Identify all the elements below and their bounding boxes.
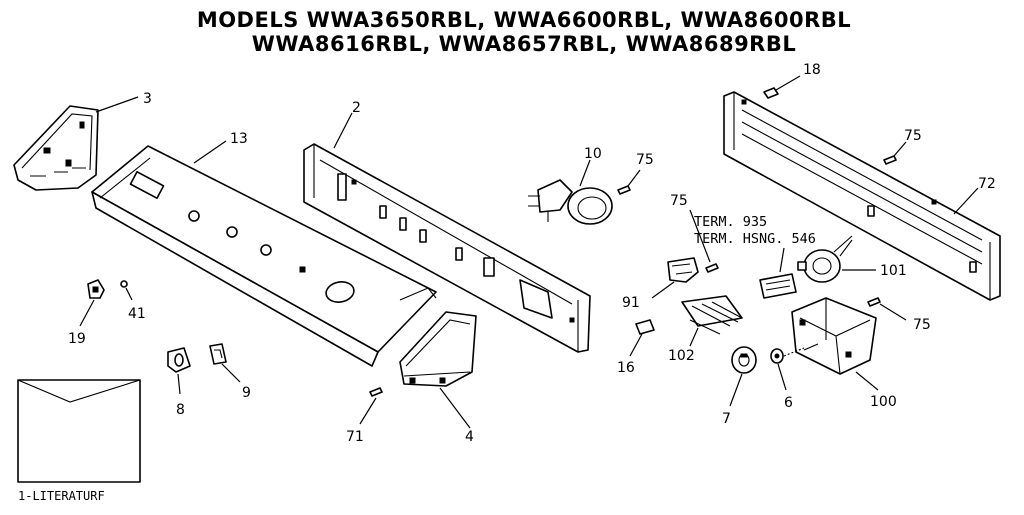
callout-6: 6: [784, 395, 793, 411]
leader-75-b: [893, 141, 907, 157]
leader-16: [629, 333, 643, 357]
callout-2: 2: [352, 100, 361, 116]
leader-8: [177, 373, 181, 395]
models-title-line-1: MODELS WWA3650RBL, WWA6600RBL, WWA8600RB…: [196, 8, 852, 32]
leader-100: [855, 371, 879, 391]
callout-101: 101: [880, 263, 907, 279]
leader-13: [193, 140, 227, 164]
callout-75-a: 75: [636, 152, 654, 168]
part-8-bushing: [167, 347, 191, 373]
terminal-note: TERM. 935: [694, 214, 767, 230]
part-41-screw: [120, 280, 128, 288]
part-91-switch: [667, 257, 699, 283]
callout-75-d: 75: [913, 317, 931, 333]
part-10-timer-motor: [528, 179, 613, 225]
callout-19: 19: [68, 331, 86, 347]
part-4-end-cap: [399, 311, 477, 387]
callout-7: 7: [722, 411, 731, 427]
part-3-end-cap: [13, 105, 99, 191]
leader-terminal: [779, 247, 785, 273]
leader-75-a: [627, 169, 641, 187]
part-75-screw-a: [617, 185, 631, 195]
part-75-screw-c: [705, 263, 719, 273]
leader-2: [333, 112, 353, 149]
callout-72: 72: [978, 176, 996, 192]
leader-19: [79, 299, 95, 327]
part-75-screw-d: [867, 297, 881, 307]
callout-13: 13: [230, 131, 248, 147]
callout-71: 71: [346, 429, 364, 445]
leader-4: [439, 387, 471, 429]
leader-6: [777, 363, 787, 391]
leader-9: [221, 363, 241, 383]
part-18-screw: [763, 87, 779, 99]
part-72-rear-panel: [723, 91, 1001, 301]
leader-3: [95, 96, 139, 113]
literature-label: 1-LITERATURF: [18, 489, 105, 503]
part-102-terminal-block: [681, 295, 743, 335]
leader-75-c: [689, 209, 711, 263]
models-title-line-2: WWA8616RBL, WWA8657RBL, WWA8689RBL: [251, 32, 797, 56]
part-6-nut: [770, 348, 784, 364]
part-13-console-panel: [91, 145, 437, 367]
leader-18: [775, 75, 801, 91]
callout-75-c: 75: [670, 193, 688, 209]
part-16-pin: [635, 319, 655, 335]
part-101-motor: [797, 235, 853, 283]
terminal-housing-note: TERM. HSNG. 546: [694, 231, 816, 247]
callout-9: 9: [242, 385, 251, 401]
callout-4: 4: [465, 429, 474, 445]
leader-102: [689, 327, 699, 347]
callout-75-b: 75: [904, 128, 922, 144]
callout-41: 41: [128, 306, 146, 322]
part-2-control-bracket: [303, 143, 591, 353]
callout-16: 16: [617, 360, 635, 376]
callout-10: 10: [584, 146, 602, 162]
leader-10: [579, 159, 591, 187]
leader-75-d: [879, 303, 907, 321]
literature-envelope-icon: [17, 379, 141, 483]
part-100-timer-assembly: [791, 297, 877, 375]
part-71-screw: [369, 387, 383, 397]
part-75-screw-b: [883, 155, 897, 165]
callout-3: 3: [143, 91, 152, 107]
leader-41: [125, 287, 133, 301]
callout-91: 91: [622, 295, 640, 311]
leader-71: [359, 397, 377, 425]
part-7-knob: [731, 346, 757, 374]
callout-100: 100: [870, 394, 897, 410]
leader-7: [729, 373, 743, 407]
leader-91: [651, 281, 675, 299]
terminal-housing: [759, 273, 797, 299]
part-9-clip: [209, 343, 227, 365]
callout-8: 8: [176, 402, 185, 418]
callout-102: 102: [668, 348, 695, 364]
leader-72: [953, 187, 979, 215]
callout-18: 18: [803, 62, 821, 78]
part-19-clip: [87, 279, 105, 299]
